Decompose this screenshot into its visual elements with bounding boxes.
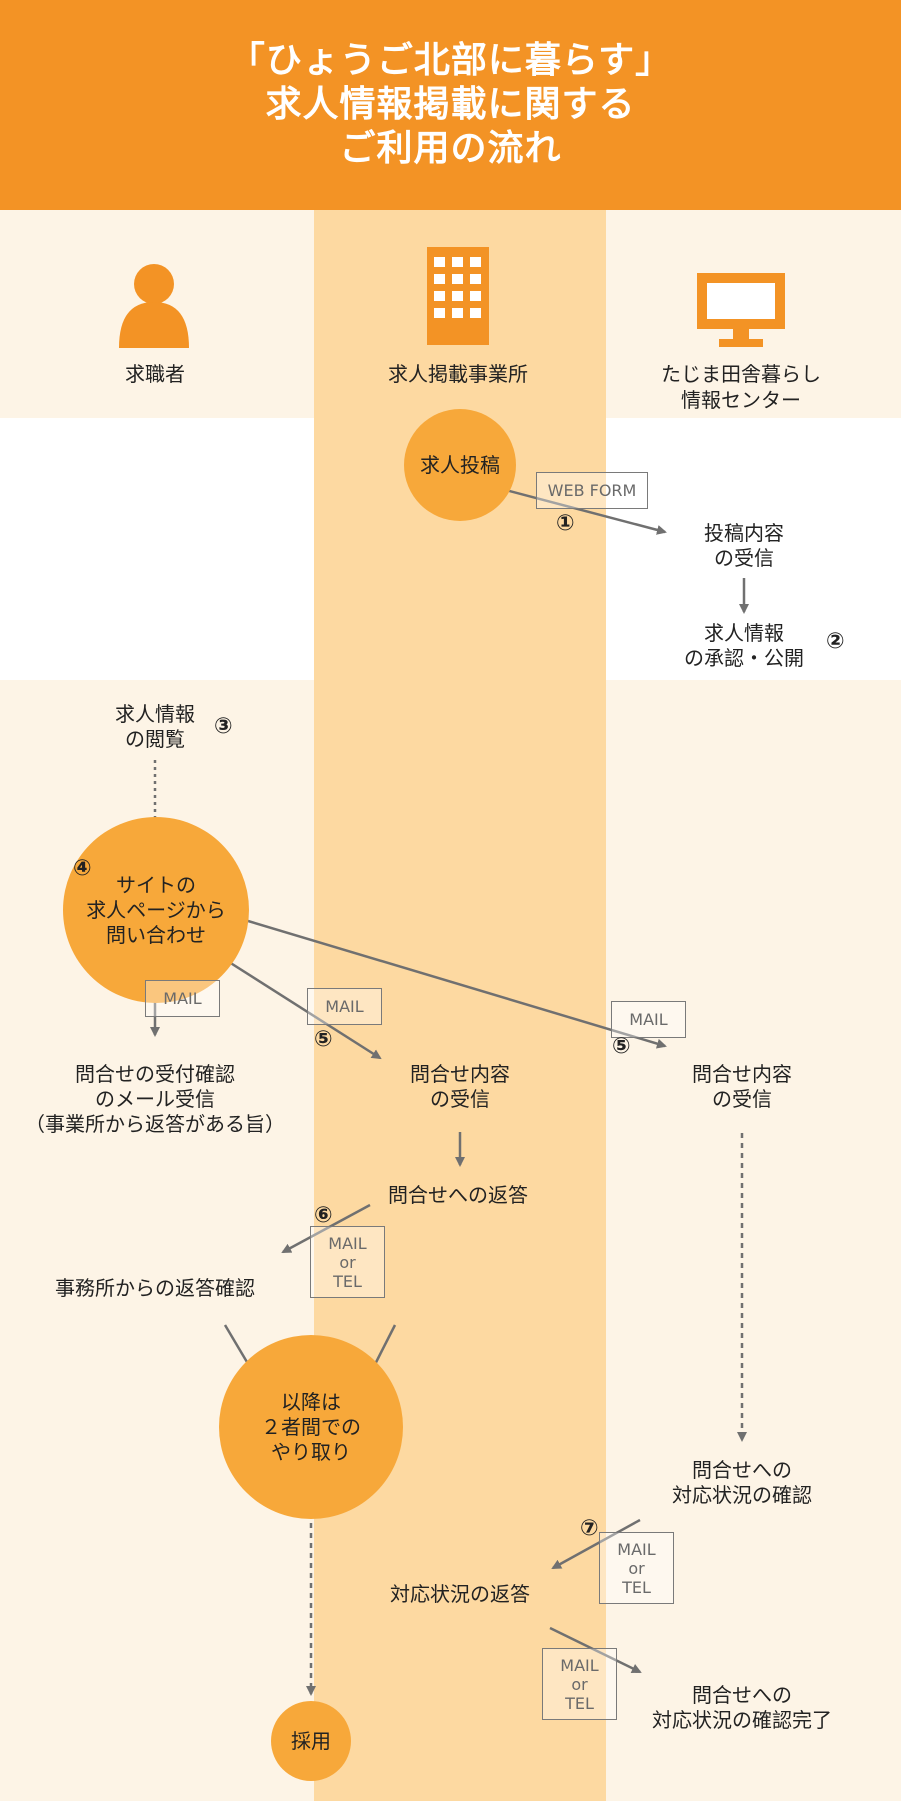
- node-confirm-receipt: 問合せの受付確認 のメール受信 （事業所から返答がある旨）: [25, 1062, 285, 1136]
- arrow-post-to-center: [497, 486, 667, 535]
- step-5-center: ⑤: [612, 1034, 631, 1059]
- arrow-inquire-to-employer: [217, 953, 382, 1060]
- step-1: ①: [556, 511, 575, 536]
- direct-line-3: やり取り: [271, 1439, 351, 1464]
- step-7: ⑦: [580, 1516, 599, 1541]
- inquire-line-1: サイトの: [116, 872, 196, 897]
- arrow-check-to-status-reply: [551, 1518, 641, 1570]
- node-inquire: サイトの 求人ページから 問い合わせ: [63, 817, 249, 1003]
- step-2: ②: [826, 629, 845, 654]
- node-center-receive: 問合せ内容 の受信: [692, 1062, 792, 1111]
- label-mail-or-tel-complete: MAIL or TEL: [542, 1648, 617, 1720]
- node-hired: 採用: [271, 1701, 351, 1781]
- node-status-reply: 対応状況の返答: [390, 1582, 530, 1606]
- node-reply: 問合せへの返答: [388, 1183, 528, 1207]
- label-mail-or-tel-reply: MAIL or TEL: [310, 1226, 385, 1298]
- node-receive-post: 投稿内容 の受信: [704, 521, 784, 570]
- building-icon: [427, 247, 489, 345]
- lane-label-center-line-1: たじま田舎暮らし: [661, 362, 821, 386]
- step-4: ④: [73, 856, 92, 881]
- title-line-1: 「ひょうご北部に暮らす」: [228, 40, 673, 81]
- arrow-inquire-to-center: [237, 916, 667, 1049]
- arrow-status-reply-to-complete: [549, 1626, 642, 1674]
- lane-label-center-line-2: 情報センター: [681, 388, 801, 412]
- label-mail-confirm: MAIL: [145, 980, 220, 1017]
- node-confirm-reply: 事務所からの返答確認: [55, 1276, 255, 1300]
- person-icon: [119, 264, 189, 348]
- inquire-line-3: 問い合わせ: [106, 922, 206, 947]
- direct-line-1: 以降は: [281, 1389, 341, 1414]
- node-approve-publish: 求人情報 の承認・公開: [684, 621, 804, 670]
- monitor-icon: [697, 273, 785, 347]
- direct-line-2: ２者間での: [261, 1414, 361, 1439]
- header-banner: 「ひょうご北部に暮らす」 求人情報掲載に関する ご利用の流れ: [0, 0, 901, 210]
- label-mail-or-tel-status: MAIL or TEL: [599, 1532, 674, 1604]
- title-line-3: ご利用の流れ: [339, 128, 562, 169]
- inquire-line-2: 求人ページから: [86, 897, 226, 922]
- step-3: ③: [214, 714, 233, 739]
- label-mail-employer: MAIL: [307, 988, 382, 1025]
- step-6: ⑥: [314, 1203, 333, 1228]
- step-5-employer: ⑤: [314, 1027, 333, 1052]
- node-post-job: 求人投稿: [404, 409, 516, 521]
- node-check-status: 問合せへの 対応状況の確認: [672, 1458, 812, 1507]
- label-web-form: WEB FORM: [536, 472, 648, 509]
- node-employer-receive: 問合せ内容 の受信: [410, 1062, 510, 1111]
- arrow-reply-to-confirm: [281, 1203, 371, 1254]
- title-line-2: 求人情報掲載に関する: [265, 84, 636, 125]
- label-mail-center: MAIL: [611, 1001, 686, 1038]
- lane-label-job-seeker: 求職者: [125, 362, 185, 386]
- node-direct-contact: 以降は ２者間での やり取り: [219, 1335, 403, 1519]
- node-status-complete: 問合せへの 対応状況の確認完了: [652, 1683, 832, 1732]
- node-browse: 求人情報 の閲覧: [115, 702, 195, 751]
- lane-label-employer: 求人掲載事業所: [388, 362, 528, 386]
